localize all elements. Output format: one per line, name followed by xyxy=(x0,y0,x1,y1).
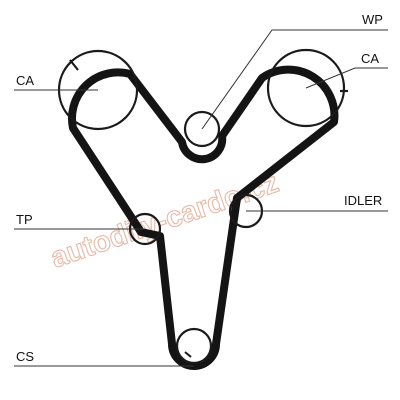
label-ca-left: CA xyxy=(16,73,34,88)
label-cs: CS xyxy=(16,349,34,364)
leader-ca-right xyxy=(305,67,388,89)
timing-mark-crank xyxy=(184,351,192,358)
camshaft-pulley-right xyxy=(266,48,348,128)
label-idler: IDLER xyxy=(344,193,382,208)
label-tp: TP xyxy=(16,212,33,227)
crankshaft-pulley xyxy=(175,327,213,365)
label-wp: WP xyxy=(362,12,383,27)
water-pump-pulley xyxy=(183,110,221,148)
timing-mark-left xyxy=(69,59,79,71)
timing-belt xyxy=(68,65,339,370)
label-ca-right: CA xyxy=(361,51,379,66)
leader-lines xyxy=(14,29,388,367)
leader-wp xyxy=(201,29,388,130)
